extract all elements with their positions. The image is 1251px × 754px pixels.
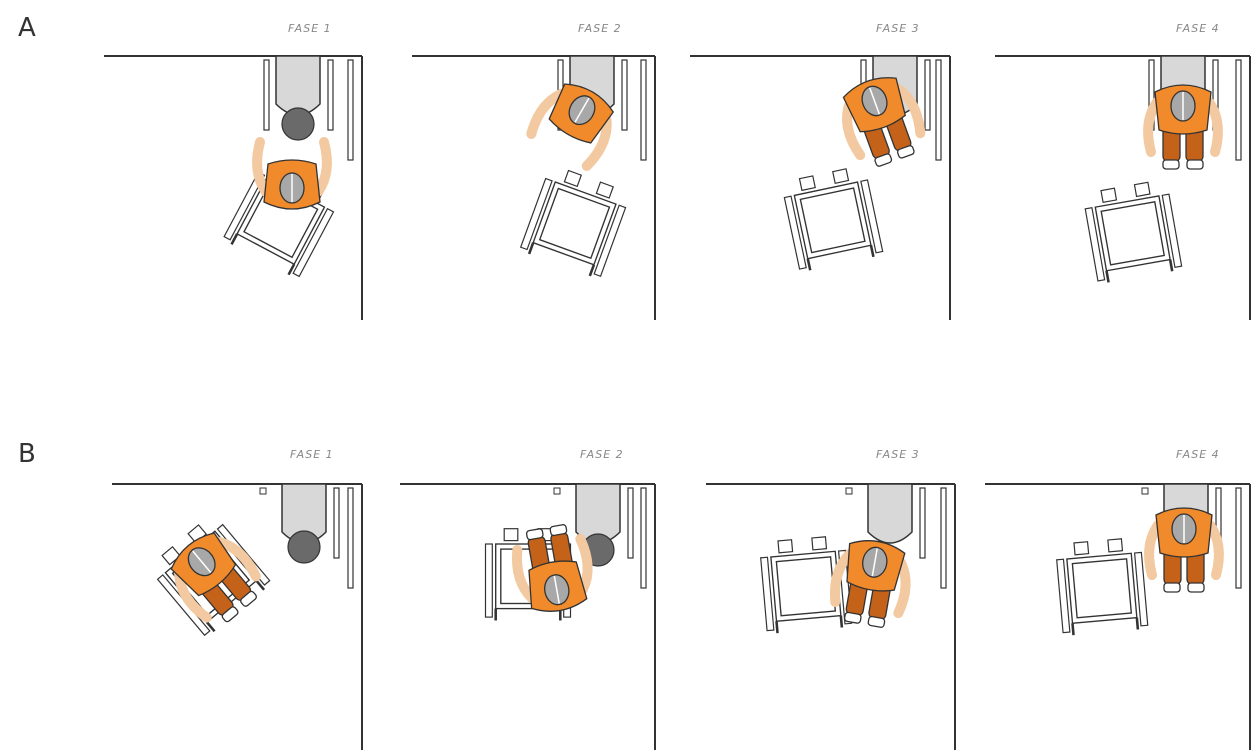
wheelchair-icon (1083, 179, 1183, 284)
toilet-icon (276, 56, 320, 115)
grab-bar-icon (264, 60, 269, 130)
toilet-icon (868, 484, 912, 543)
arm-left (1148, 102, 1157, 152)
toilet-seat (282, 108, 314, 140)
arm-right (257, 142, 266, 192)
shoe (1188, 583, 1204, 592)
arm-right (1209, 102, 1218, 152)
handle (529, 243, 533, 254)
toilet-seat (288, 531, 320, 563)
grab-bar-icon (941, 488, 946, 588)
panel-a4 (995, 56, 1250, 320)
shoe (526, 528, 543, 540)
grab-bar-icon (628, 488, 633, 558)
shoe (550, 524, 567, 536)
grab-bar-icon (925, 60, 930, 130)
toilet-bowl (868, 484, 912, 543)
phase-label-a2: FASE 2 (578, 22, 622, 35)
flush-button (554, 488, 560, 494)
phase-label-b2: FASE 2 (580, 448, 624, 461)
panel-a1 (104, 56, 362, 320)
row-label-a: A (18, 13, 36, 43)
footrest (504, 529, 518, 541)
handle (1170, 260, 1172, 272)
handle (1137, 618, 1138, 630)
panel-a2 (412, 56, 655, 320)
wheel-left (486, 544, 493, 617)
grab-bar-icon (641, 60, 646, 160)
arm-left (1149, 525, 1158, 575)
grab-bar-icon (1236, 488, 1241, 588)
grab-bar-icon (1236, 60, 1241, 160)
grab-bar-icon (641, 488, 646, 588)
footrest (778, 540, 793, 553)
panel-b3 (706, 484, 955, 750)
shoe (1164, 583, 1180, 592)
shoe (1187, 160, 1203, 169)
flush-button (846, 488, 852, 494)
panel-b2 (400, 484, 655, 750)
person-icon (1148, 85, 1218, 169)
phase-label-b4: FASE 4 (1176, 448, 1220, 461)
grab-bar-icon (348, 60, 353, 160)
handle (1107, 271, 1109, 283)
wheelchair-icon (781, 165, 883, 272)
row-label-b: B (18, 439, 36, 469)
panel-b1 (112, 484, 362, 750)
footrest (596, 182, 613, 198)
phase-label-a4: FASE 4 (1176, 22, 1220, 35)
grab-bar-icon (936, 60, 941, 160)
wheelchair-icon (1055, 537, 1148, 636)
grab-bar-icon (920, 488, 925, 558)
shoe (1163, 160, 1179, 169)
handle (1072, 623, 1073, 635)
phase-label-b3: FASE 3 (876, 448, 920, 461)
footrest (812, 537, 827, 550)
phase-label-a1: FASE 1 (288, 22, 332, 35)
footrest (833, 169, 849, 183)
flush-button (1142, 488, 1148, 494)
grab-bar-icon (334, 488, 339, 558)
handle (871, 245, 873, 257)
person-icon (257, 142, 327, 209)
handle (808, 259, 810, 271)
grab-bar-icon (622, 60, 627, 130)
handle (590, 265, 594, 276)
person-icon (1149, 508, 1219, 592)
footrest (1074, 542, 1089, 555)
wheelchair-icon (520, 164, 631, 279)
phase-label-b1: FASE 1 (290, 448, 334, 461)
panel-a3 (690, 56, 950, 320)
footrest (1134, 182, 1149, 196)
toilet-bowl (276, 56, 320, 115)
handle (776, 621, 777, 633)
phase-label-a3: FASE 3 (876, 22, 920, 35)
handle (841, 616, 842, 628)
footrest (799, 176, 815, 190)
footrest (564, 171, 581, 187)
footrest (1108, 539, 1123, 552)
grab-bar-icon (328, 60, 333, 130)
shoe (868, 616, 885, 628)
footrest (1101, 188, 1116, 202)
flush-button (260, 488, 266, 494)
panel-b4 (985, 484, 1250, 750)
grab-bar-icon (348, 488, 353, 588)
arm-right (1210, 525, 1219, 575)
shoe (844, 612, 861, 624)
arm-left (318, 142, 327, 192)
